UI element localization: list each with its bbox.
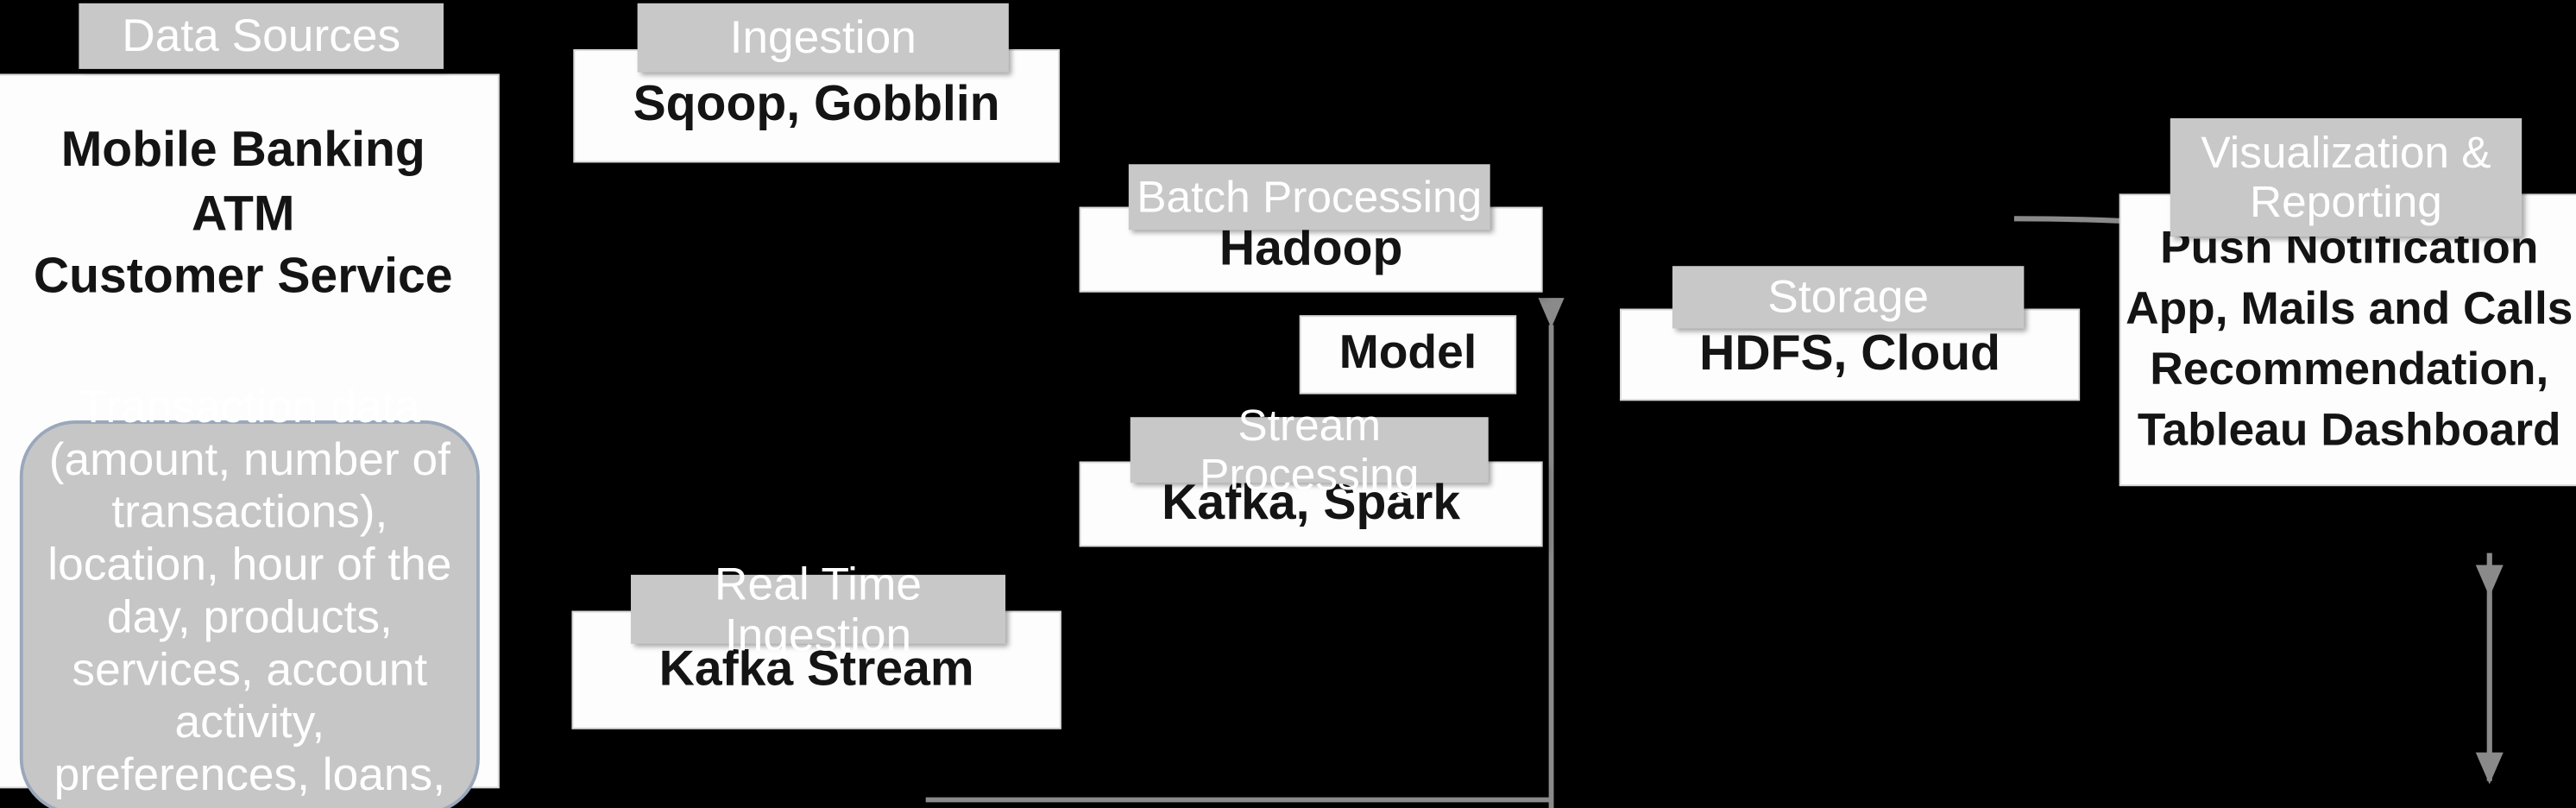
storage-header: Storage (1672, 266, 2025, 329)
transaction-data-callout[interactable]: Transaction data (amount, number of tran… (19, 382, 480, 808)
data-sources-header: Data Sources (79, 3, 444, 69)
data-sources-line-0: Mobile Banking (60, 123, 425, 178)
ingestion-header: Ingestion (637, 3, 1009, 73)
real-time-ingestion-header: Real Time Ingestion (631, 558, 1006, 660)
visualization-header: Visualization & Reporting (2170, 117, 2522, 237)
wire-stream-to-storage (2496, 768, 2576, 808)
stream-processing-header: Stream Processing (1130, 401, 1489, 499)
model-body: Model (1299, 315, 1517, 395)
data-sources-line-2: Customer Service (33, 249, 453, 305)
visualization-body: Push Notification App, Mails and Calls R… (2119, 193, 2576, 487)
data-sources-line-1: ATM (191, 186, 295, 241)
batch-processing-header: Batch Processing (1128, 164, 1490, 230)
